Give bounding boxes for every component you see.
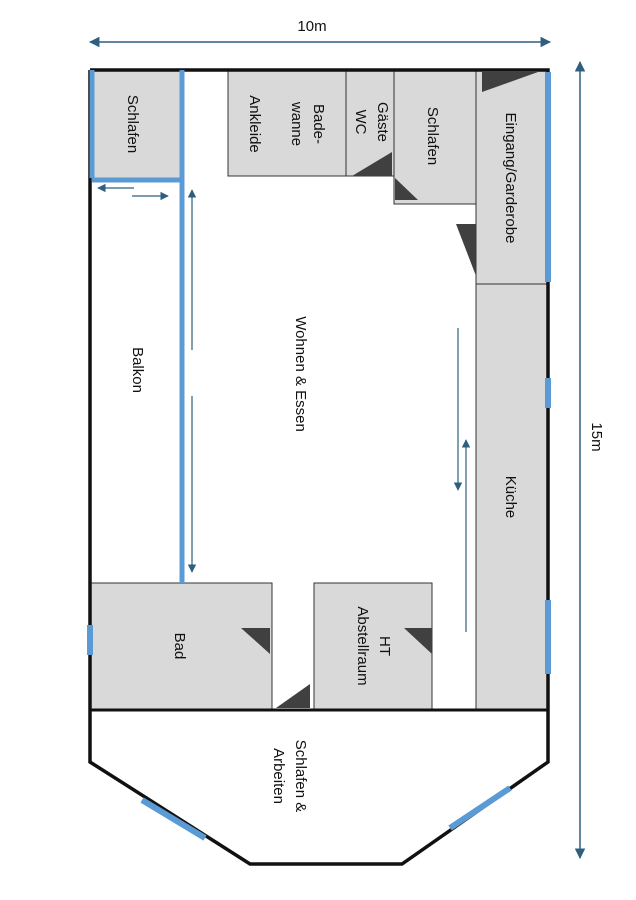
room-kueche — [475, 283, 549, 711]
label-bade-line2: wanne — [288, 101, 305, 146]
label-ankleide: Ankleide — [246, 95, 263, 153]
door-arbeiten — [276, 684, 310, 708]
label-wc: WC — [352, 110, 369, 135]
label-kueche: Küche — [502, 476, 519, 519]
label-bad: Bad — [171, 633, 188, 660]
label-arbeiten-line2: Arbeiten — [270, 748, 287, 804]
door-eingang-top — [482, 72, 538, 92]
label-abstellraum: Abstellraum — [354, 606, 371, 685]
room-schlafen-n — [393, 69, 479, 205]
label-schlafen-n: Schlafen — [424, 107, 441, 165]
door-schlafen-n — [395, 178, 418, 200]
label-balkon: Balkon — [129, 347, 146, 393]
door-eingang-side — [456, 224, 476, 276]
exterior-wall — [88, 68, 550, 866]
label-schlafen-nw: Schlafen — [124, 95, 141, 153]
door-bad — [241, 628, 270, 654]
label-wohnen: Wohnen & Essen — [292, 316, 309, 432]
door-abstellraum — [404, 628, 432, 654]
width-dimension-label: 10m — [297, 18, 326, 35]
room-ankleide — [227, 69, 347, 177]
window-arbeiten-right — [448, 785, 512, 831]
label-bade-line1: Bade- — [310, 104, 327, 144]
window-arbeiten-left — [140, 797, 207, 841]
label-gaeste: Gäste — [374, 102, 391, 142]
room-schlafen-nw — [90, 70, 183, 178]
label-eingang: Eingang/Garderobe — [502, 113, 519, 244]
room-abstellraum — [313, 582, 433, 711]
label-arbeiten-line1: Schlafen & — [292, 740, 309, 813]
label-ht: HT — [376, 636, 393, 656]
height-dimension-label: 15m — [588, 422, 605, 451]
door-gaeste-wc — [352, 152, 392, 176]
